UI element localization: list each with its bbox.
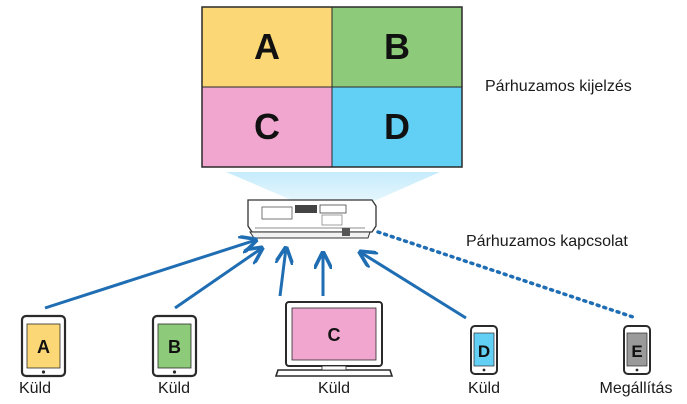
tile-d bbox=[332, 87, 462, 167]
arrow-device-d bbox=[360, 252, 467, 320]
tablet-a-icon: A bbox=[20, 314, 67, 378]
arrow-device-c bbox=[280, 248, 286, 297]
device-a-status: Küld bbox=[18, 380, 52, 397]
tile-a bbox=[202, 7, 332, 87]
device-d-status: Küld bbox=[467, 380, 501, 397]
tile-b bbox=[332, 7, 462, 87]
tile-a-label: A bbox=[254, 26, 280, 67]
tile-b-label: B bbox=[384, 26, 410, 67]
projection-beam bbox=[226, 172, 440, 202]
device-b-status: Küld bbox=[157, 380, 191, 397]
send-arrows bbox=[44, 230, 638, 320]
tile-d-label: D bbox=[384, 106, 410, 147]
tablet-b-letter: B bbox=[168, 337, 181, 357]
projector-icon bbox=[247, 199, 377, 239]
laptop-c-icon: C bbox=[274, 301, 394, 377]
tile-c-label: C bbox=[254, 106, 280, 147]
phone-d-icon: D bbox=[470, 325, 498, 375]
device-c-status: Küld bbox=[317, 380, 351, 397]
tile-c bbox=[202, 87, 332, 167]
tablet-a-letter: A bbox=[37, 337, 50, 357]
parallel-connection-caption: Párhuzamos kapcsolat bbox=[466, 233, 628, 250]
phone-e-icon: E bbox=[623, 325, 651, 375]
arrow-device-b bbox=[174, 248, 262, 310]
phone-e-letter: E bbox=[631, 342, 642, 361]
tablet-b-icon: B bbox=[151, 314, 198, 378]
phone-d-letter: D bbox=[478, 342, 490, 361]
device-e-status: Megállítás bbox=[599, 380, 673, 397]
arrow-device-a bbox=[44, 240, 256, 310]
laptop-c-letter: C bbox=[328, 325, 341, 345]
dotted-connection-e bbox=[376, 230, 638, 320]
parallel-display-caption: Párhuzamos kijelzés bbox=[485, 78, 632, 95]
projection-screen: A B C D bbox=[201, 6, 463, 168]
